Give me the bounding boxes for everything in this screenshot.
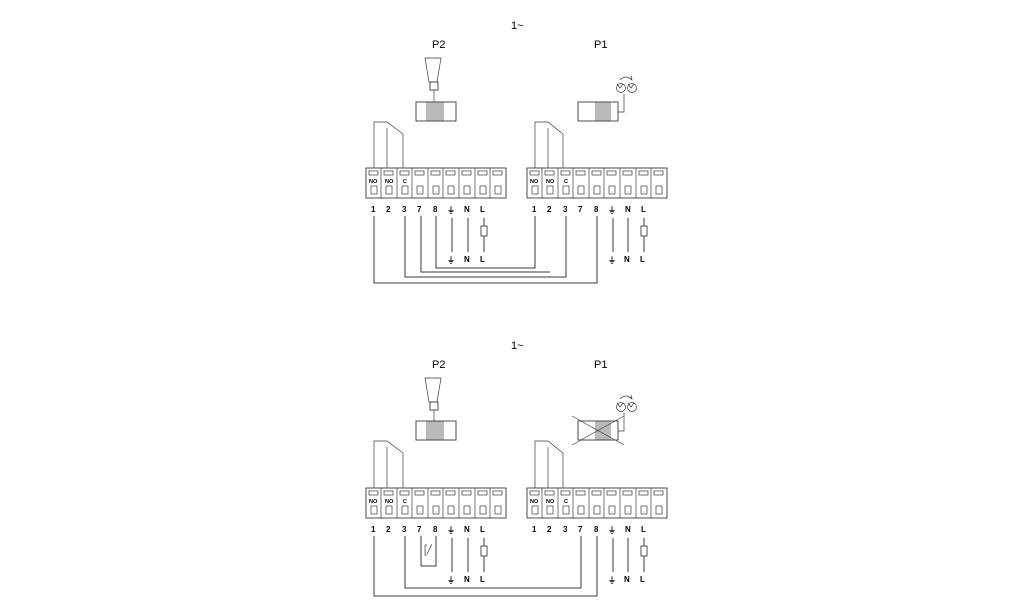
supply-labels-left-top: ⏚ N L <box>447 255 485 265</box>
relay-contact-p1-top <box>534 121 564 168</box>
relay-contact-p2-bottom <box>373 440 404 488</box>
ground-icon: ⏚ <box>447 576 455 585</box>
relay-tag-c-right-top: C <box>564 179 568 185</box>
terminal-numbers-left-top: 1 2 3 7 8 ⏚ N L <box>371 205 485 215</box>
pump-label-p2-top: P2 <box>432 39 445 51</box>
relay-tag-no2-left-top: NO <box>385 179 394 185</box>
supply-labels-right-top: ⏚ N L <box>608 255 645 265</box>
pump-label-p1-bottom: P1 <box>594 359 607 371</box>
svg-text:N: N <box>464 575 470 584</box>
relay-tag-no1-right-top: NO <box>530 179 539 185</box>
float-switch-icon <box>415 57 457 122</box>
terminal-block-right-top: NO NO C <box>526 167 668 199</box>
ground-icon: ⏚ <box>608 526 616 535</box>
svg-text:N: N <box>624 255 630 264</box>
svg-text:2: 2 <box>547 205 552 214</box>
diagram-top: 1~ P2 P1 <box>365 20 668 284</box>
ground-icon: ⏚ <box>447 526 455 535</box>
svg-text:N: N <box>624 575 630 584</box>
svg-text:L: L <box>641 525 646 534</box>
diagram-bottom: 1~ P2 P1 <box>365 340 668 597</box>
svg-text:3: 3 <box>563 525 568 534</box>
terminal-block-left-bottom: NO NO C <box>365 487 507 519</box>
relay-tag-c-right-bottom: C <box>564 499 568 505</box>
svg-text:N: N <box>464 205 470 214</box>
svg-text:2: 2 <box>547 525 552 534</box>
svg-text:1: 1 <box>371 205 376 214</box>
svg-text:N: N <box>625 205 631 214</box>
svg-text:1: 1 <box>371 525 376 534</box>
svg-text:8: 8 <box>594 525 599 534</box>
pump-label-p1-top: P1 <box>594 39 607 51</box>
relay-tag-no2-right-bottom: NO <box>546 499 555 505</box>
relay-tag-c-left-top: C <box>403 179 407 185</box>
svg-text:L: L <box>640 255 645 264</box>
svg-text:7: 7 <box>578 525 583 534</box>
pressure-switch-crossed-icon <box>571 394 637 446</box>
pressure-switch-icon <box>577 75 637 122</box>
svg-text:7: 7 <box>417 205 422 214</box>
svg-text:L: L <box>480 205 485 214</box>
ground-icon: ⏚ <box>608 256 616 265</box>
relay-tag-no2-left-bottom: NO <box>385 499 394 505</box>
wiring-top <box>373 216 648 284</box>
relay-tag-no1-left-top: NO <box>369 179 378 185</box>
svg-text:7: 7 <box>578 205 583 214</box>
phase-label-top: 1~ <box>511 20 524 32</box>
svg-text:1: 1 <box>532 525 537 534</box>
svg-text:2: 2 <box>386 205 391 214</box>
svg-text:N: N <box>464 525 470 534</box>
phase-label-bottom: 1~ <box>511 340 524 352</box>
ground-icon: ⏚ <box>447 206 455 215</box>
svg-text:8: 8 <box>594 205 599 214</box>
terminal-block-right-bottom: NO NO C <box>526 487 668 519</box>
relay-tag-no2-right-top: NO <box>546 179 555 185</box>
terminal-numbers-right-top: 1 2 3 7 8 ⏚ N L <box>532 205 646 215</box>
supply-labels-left-bottom: ⏚ N L <box>447 575 485 585</box>
relay-contact-p2-top <box>373 121 404 168</box>
relay-tag-c-left-bottom: C <box>403 499 407 505</box>
svg-text:8: 8 <box>433 205 438 214</box>
ground-icon: ⏚ <box>608 206 616 215</box>
svg-text:L: L <box>480 525 485 534</box>
switch-icon <box>424 543 433 556</box>
svg-text:8: 8 <box>433 525 438 534</box>
svg-text:N: N <box>464 255 470 264</box>
relay-contact-p1-bottom <box>534 440 564 488</box>
svg-text:1: 1 <box>532 205 537 214</box>
terminal-block-left-top: NO NO C <box>365 167 507 199</box>
pump-label-p2-bottom: P2 <box>432 359 445 371</box>
svg-text:L: L <box>641 205 646 214</box>
supply-labels-right-bottom: ⏚ N L <box>608 575 645 585</box>
svg-text:3: 3 <box>402 205 407 214</box>
terminal-numbers-right-bottom: 1 2 3 7 8 ⏚ N L <box>532 525 646 535</box>
relay-tag-no1-right-bottom: NO <box>530 499 539 505</box>
svg-text:3: 3 <box>402 525 407 534</box>
svg-text:L: L <box>480 255 485 264</box>
wiring-bottom <box>373 536 648 597</box>
relay-tag-no1-left-bottom: NO <box>369 499 378 505</box>
float-switch-icon <box>415 377 457 441</box>
svg-text:7: 7 <box>417 525 422 534</box>
ground-icon: ⏚ <box>447 256 455 265</box>
svg-text:L: L <box>640 575 645 584</box>
terminal-numbers-left-bottom: 1 2 3 7 8 ⏚ N L <box>371 525 485 535</box>
svg-text:L: L <box>480 575 485 584</box>
svg-text:3: 3 <box>563 205 568 214</box>
ground-icon: ⏚ <box>608 576 616 585</box>
svg-text:2: 2 <box>386 525 391 534</box>
svg-text:N: N <box>625 525 631 534</box>
